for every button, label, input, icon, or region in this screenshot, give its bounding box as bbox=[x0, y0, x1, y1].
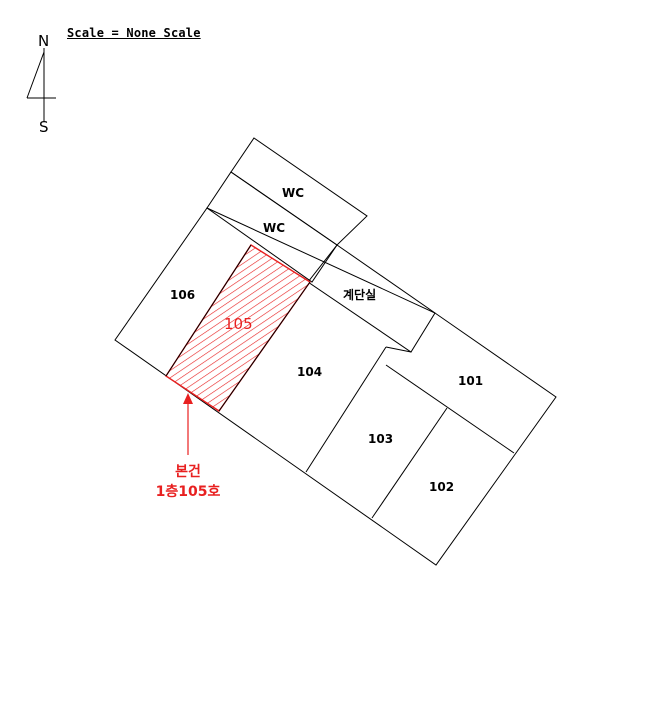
north-label: N bbox=[38, 32, 49, 50]
south-label: S bbox=[39, 118, 49, 136]
label-wc-upper: WC bbox=[282, 186, 304, 200]
callout-arrowhead bbox=[183, 393, 193, 404]
label-stairs: 계단실 bbox=[343, 287, 376, 302]
label-102: 102 bbox=[429, 480, 454, 494]
callout-line1: 본건 bbox=[175, 463, 201, 480]
north-arrow: N S bbox=[26, 32, 56, 136]
label-101: 101 bbox=[458, 374, 483, 388]
label-103: 103 bbox=[368, 432, 393, 446]
partition-stairs-101 bbox=[385, 346, 412, 353]
label-105: 105 bbox=[224, 315, 253, 333]
room-wc-lower bbox=[206, 171, 338, 283]
building-outline bbox=[114, 207, 557, 566]
partition-101-103 bbox=[385, 364, 515, 454]
label-106: 106 bbox=[170, 288, 195, 302]
label-104: 104 bbox=[297, 365, 322, 379]
partition-104-103 bbox=[305, 346, 387, 473]
north-arrow-diagonal bbox=[26, 51, 45, 99]
label-wc-lower: WC bbox=[263, 221, 285, 235]
partition-106-105 bbox=[165, 244, 252, 377]
callout-line2: 1층105호 bbox=[156, 484, 221, 500]
partition-103-102 bbox=[371, 407, 448, 519]
partition-105-104 bbox=[218, 281, 311, 412]
scale-label: Scale = None Scale bbox=[67, 26, 201, 40]
subject-callout: 본건 1층105호 bbox=[156, 393, 221, 500]
